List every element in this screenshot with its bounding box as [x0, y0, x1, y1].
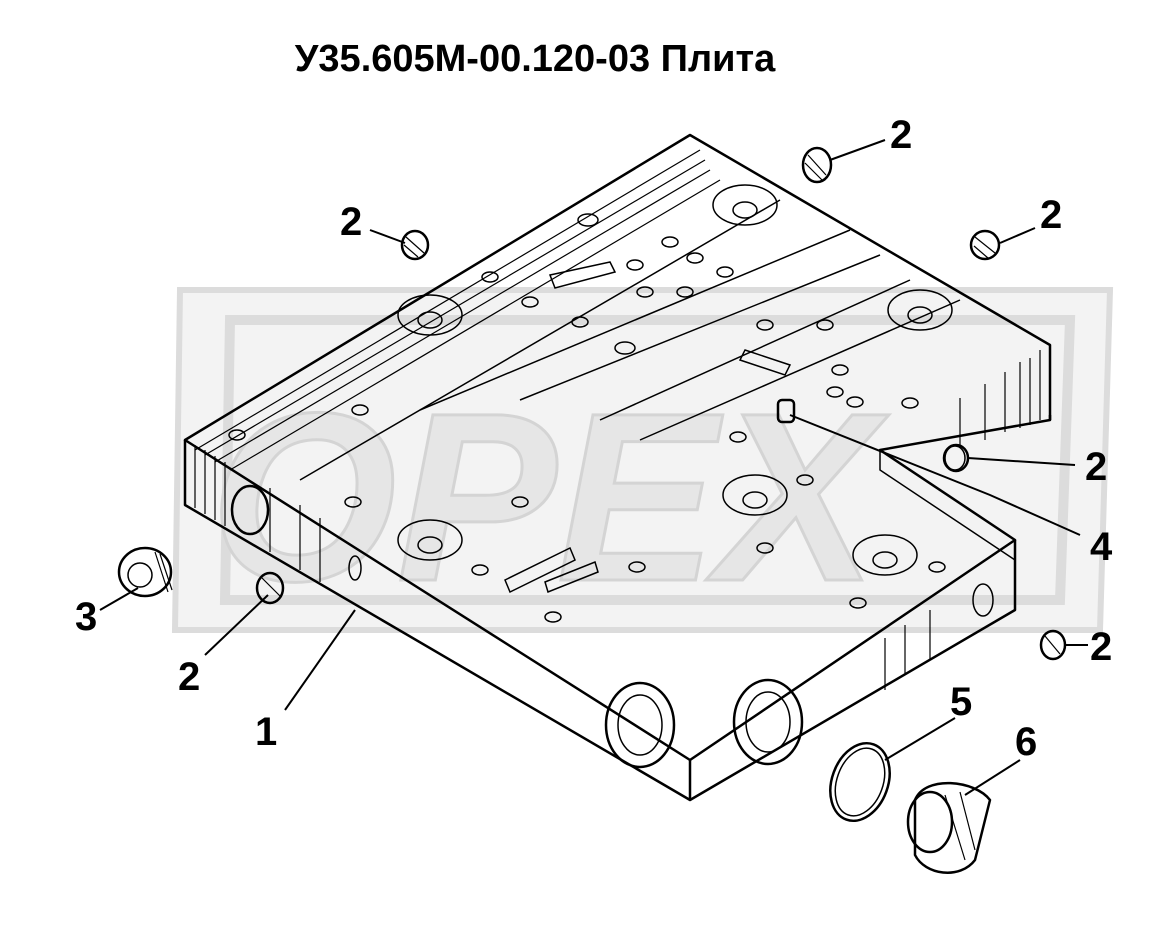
plug-3	[117, 546, 173, 598]
top-grooves	[299, 199, 961, 481]
right-hatch	[884, 350, 1041, 690]
callout-label: 2	[1090, 625, 1112, 669]
plug-2-lower-left	[255, 571, 285, 605]
callout-labels: 1 2 2 2 2 2 2 3 4 5 6	[75, 113, 1113, 764]
callout-label: 2	[340, 200, 362, 244]
diagram-title: У35.605М-00.120-03 Плита	[294, 38, 776, 80]
callout-label: 3	[75, 595, 97, 639]
watermark: ОРЕХ	[171, 287, 1114, 633]
grub-screw-4	[776, 398, 796, 424]
plug-2-top	[801, 146, 833, 184]
plate-body	[183, 133, 1052, 802]
front-left-hatch	[194, 445, 321, 582]
plug-2-upper-right	[969, 229, 1001, 261]
o-ring-5	[829, 741, 891, 823]
callout-label: 2	[1085, 445, 1107, 489]
callout-label: 2	[890, 113, 912, 157]
plug-6	[906, 781, 992, 874]
leader-lines	[99, 139, 1088, 796]
callout-label: 6	[1015, 720, 1037, 764]
side-ports	[230, 445, 994, 769]
plug-2-lower-right	[1039, 629, 1067, 661]
top-bosses	[397, 184, 953, 576]
callout-label: 4	[1090, 525, 1113, 569]
callout-label: 2	[1040, 193, 1062, 237]
callout-label: 2	[178, 655, 200, 699]
plug-2-upper-left	[400, 229, 430, 261]
small-holes	[228, 213, 946, 623]
slots	[504, 261, 792, 594]
callout-label: 1	[255, 710, 277, 754]
callout-label: 5	[950, 680, 972, 724]
